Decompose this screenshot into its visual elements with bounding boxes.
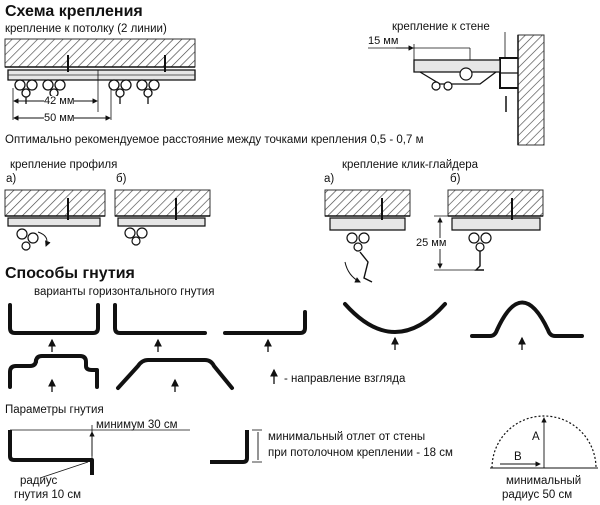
bending-params <box>8 415 598 479</box>
letter-b-label: В <box>514 451 522 463</box>
letter-a-label: А <box>532 431 540 443</box>
radius-label-line2: гнутия 10 см <box>14 489 82 501</box>
bending-params-label: Параметры гнутия <box>5 404 104 416</box>
bending-variants <box>8 300 584 390</box>
profile-mount-a <box>4 189 106 251</box>
dim-42-label: 42 мм <box>44 95 75 107</box>
view-direction-legend: - направление взгляда <box>284 373 406 385</box>
profile-variant-b: б) <box>116 173 127 185</box>
glider-mount-label: крепление клик-глайдера <box>342 159 479 171</box>
glider-mount-a <box>324 189 411 283</box>
radius-label-line1: радиус <box>20 475 58 487</box>
wall-mount-drawing <box>368 32 545 146</box>
glider-right <box>108 79 160 104</box>
wall-dim-label: 15 мм <box>368 35 399 47</box>
min-30-label: минимум 30 см <box>96 419 178 431</box>
profile-mount-label: крепление профиля <box>10 159 118 171</box>
ceiling-mount-drawing <box>4 38 196 121</box>
ceiling-mount-label: крепление к потолку (2 линии) <box>5 23 167 35</box>
glider-variant-a: а) <box>324 173 335 185</box>
bending-title: Способы гнутия <box>5 265 135 282</box>
bend-arc-up <box>470 300 584 338</box>
glider-variant-b: б) <box>450 173 461 185</box>
dim-50-label: 50 мм <box>44 112 75 124</box>
bend-corner <box>223 310 307 335</box>
min-radius-line2: радиус 50 см <box>502 489 573 501</box>
mounting-title: Схема крепления <box>5 3 143 20</box>
horizontal-bending-label: варианты горизонтального гнутия <box>34 286 215 298</box>
profile-variant-a: а) <box>6 173 17 185</box>
profile-mount-b <box>114 189 211 246</box>
glider-mount-b <box>434 189 544 271</box>
dim-25-label: 25 мм <box>416 237 447 249</box>
recommended-spacing: Оптимально рекомендуемое расстояние межд… <box>5 134 424 146</box>
min-radius-line1: минимальный <box>506 475 582 487</box>
bend-u-shape <box>8 303 100 335</box>
view-arrows <box>48 336 526 392</box>
offset-label-line1: минимальный отлет от стены <box>268 431 426 443</box>
bend-l-shape <box>113 303 207 335</box>
wall-mount-label: крепление к стене <box>392 21 490 33</box>
bend-trapezoid <box>116 358 234 390</box>
bend-hat <box>8 354 99 389</box>
bend-arc-down <box>343 302 447 334</box>
offset-label-line2: при потолочном креплении - 18 см <box>268 447 453 459</box>
